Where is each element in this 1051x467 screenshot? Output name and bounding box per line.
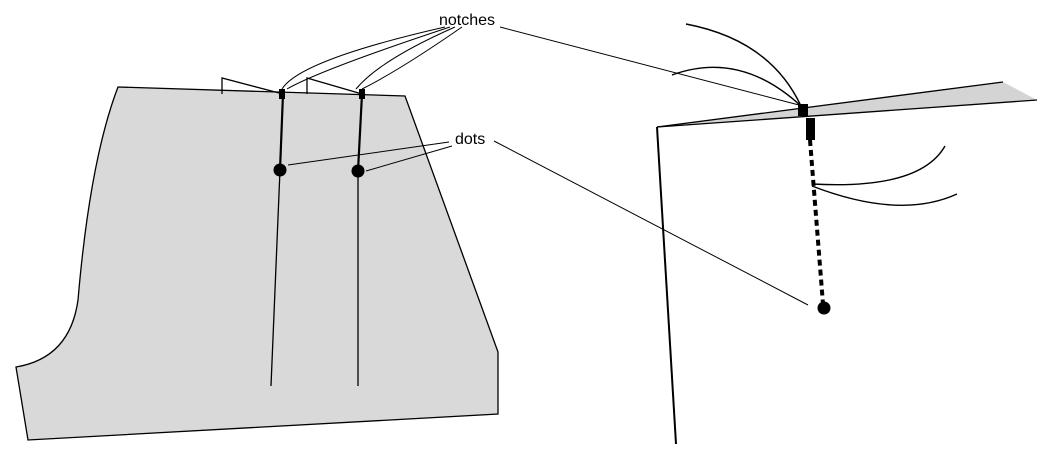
flap-lower-edge [656, 99, 1038, 128]
notch-mark-3d-lower [806, 118, 815, 140]
flap-upper-edge [656, 81, 1004, 128]
dot-mark-right [351, 164, 365, 178]
notch-mark-3d [798, 104, 808, 116]
notches-leader-1 [281, 26, 446, 90]
dots-leader-left [287, 141, 450, 166]
dart-left-pleat-fold [221, 77, 284, 95]
dot-mark-3d [817, 301, 831, 315]
dart-right-upper-leg [356, 93, 364, 172]
dots-leader-3d [493, 140, 809, 306]
garment-side-edge [656, 126, 677, 445]
stitch-wisp-4 [811, 185, 958, 206]
notches-leader-4 [361, 26, 463, 90]
dart-right-pleat-fold [306, 77, 363, 95]
notches-leader-3d [499, 26, 800, 106]
perspective-view [656, 23, 1038, 445]
dart-left-upper-leg [278, 93, 285, 171]
dart-left [221, 77, 287, 387]
dart-left-lower-leg [270, 169, 281, 387]
stitch-wisp-1 [685, 23, 802, 107]
notches-leader-3 [355, 26, 456, 90]
dots-label: dots [455, 131, 485, 148]
fabric-flap [657, 82, 1037, 127]
flat-pattern-view [15, 77, 499, 441]
notches-leader-2 [286, 26, 451, 90]
notch-mark-right [359, 89, 365, 99]
dot-mark-left [273, 163, 287, 177]
notches-leaders [281, 26, 800, 106]
dots-leader-right [365, 145, 453, 172]
stitch-wisp-3 [811, 145, 946, 186]
dart-right [306, 77, 365, 386]
pattern-piece [15, 86, 499, 441]
notches-label: notches [439, 12, 495, 29]
stitch-wisp-2 [671, 66, 802, 107]
dots-leaders [287, 140, 809, 306]
dart-dashed-line-3d [808, 139, 825, 305]
notch-mark-left [279, 89, 285, 99]
